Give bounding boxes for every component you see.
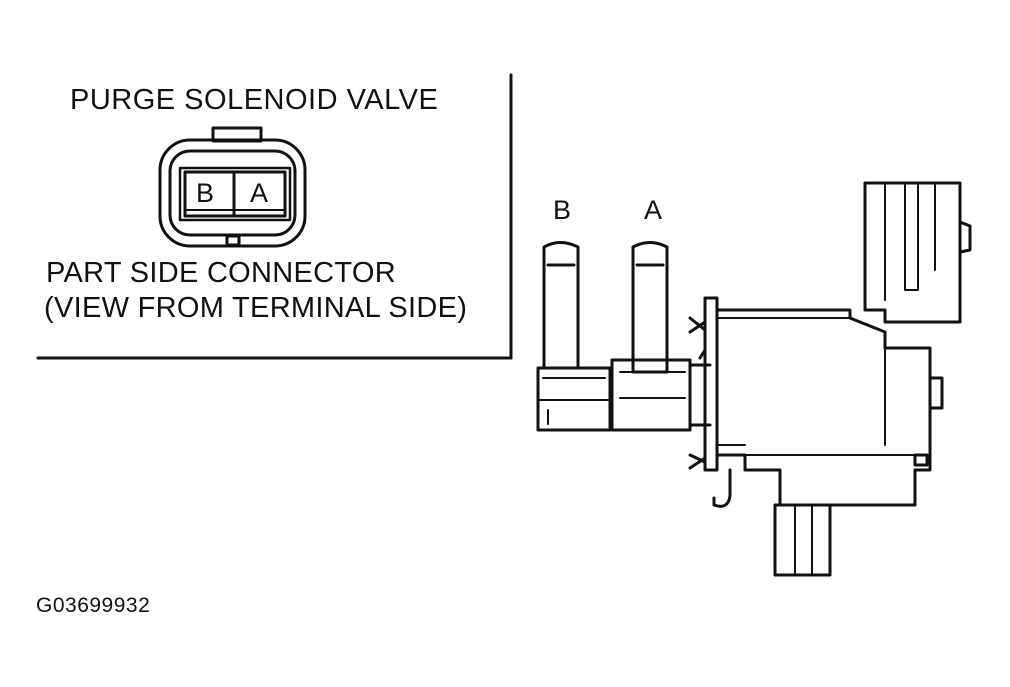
figure-id: G03699932	[36, 594, 151, 617]
valve-port-a-label: A	[644, 195, 663, 225]
diagram-title: PURGE SOLENOID VALVE	[70, 84, 439, 116]
connector-caption-line1: PART SIDE CONNECTOR	[46, 257, 397, 289]
connector-caption-line2: (VIEW FROM TERMINAL SIDE)	[44, 292, 468, 324]
solenoid-valve-body	[536, 181, 972, 577]
valve-port-b-label: B	[553, 195, 572, 225]
connector-face	[158, 126, 307, 248]
connector-pin-b-label: B	[195, 178, 214, 208]
connector-pin-a-label: A	[249, 178, 268, 208]
inset-panel-border	[36, 73, 513, 360]
